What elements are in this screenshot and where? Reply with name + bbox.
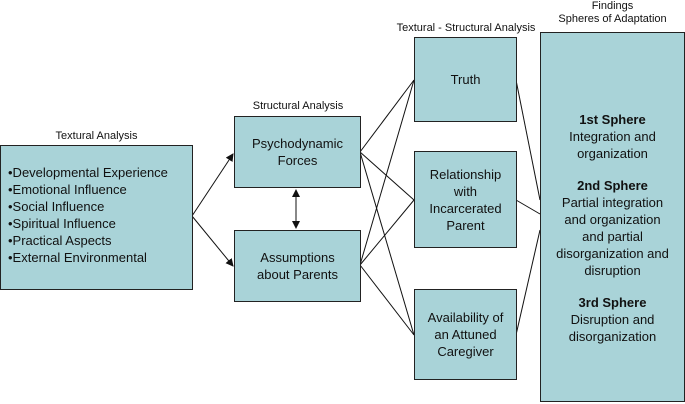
line-rel-findings <box>515 199 541 215</box>
sphere-line: Partial integration <box>561 195 664 210</box>
availability-line: Caregiver <box>437 344 494 359</box>
line-avail-findings <box>515 229 541 336</box>
textual-item: •Developmental Experience <box>8 165 168 180</box>
availability-line: Availability of <box>427 310 504 325</box>
line-truth-findings <box>515 79 541 201</box>
psychodynamic-line: Forces <box>277 153 318 168</box>
textual-analysis-heading: Textural Analysis <box>55 130 138 142</box>
findings-heading-line: Findings <box>591 0 634 12</box>
sphere-line: disorganization <box>568 329 657 344</box>
sphere-line: organization <box>577 146 648 161</box>
sphere-3: 3rd Sphere Disruption and disorganizatio… <box>541 294 684 345</box>
sphere-line: disruption <box>584 263 641 278</box>
relationship-line: Parent <box>446 217 485 233</box>
psychodynamic-line: Psychodynamic <box>251 136 344 151</box>
line-ass-truth <box>359 79 415 266</box>
assumptions-about-parents-box: Assumptions about Parents <box>234 230 361 302</box>
sphere-line: disorganization and <box>556 246 669 261</box>
textural-structural-heading: Textural - Structural Analysis <box>396 22 536 34</box>
sphere-line: and partial <box>582 229 643 244</box>
textual-item: •Spiritual Influence <box>8 216 116 231</box>
line-ass-avail <box>359 264 415 336</box>
availability-box: Availability of an Attuned Caregiver <box>414 289 517 380</box>
findings-box: 1st Sphere Integration and organization … <box>540 32 685 402</box>
sphere-line: Integration and <box>569 129 656 144</box>
sphere-title: 2nd Sphere <box>577 178 648 193</box>
psychodynamic-forces-box: Psychodynamic Forces <box>234 116 361 188</box>
textual-item: •Social Influence <box>8 199 105 214</box>
textual-item: •External Environmental <box>8 250 147 265</box>
textual-item: •Emotional Influence <box>8 182 127 197</box>
sphere-title: 3rd Sphere <box>578 295 647 310</box>
arrow-textual-to-assumptions <box>191 215 234 267</box>
relationship-box: Relationship with Incarcerated Parent <box>414 151 517 248</box>
line-psy-rel <box>359 151 415 201</box>
line-psy-truth <box>359 79 415 153</box>
truth-label: Truth <box>450 72 481 87</box>
sphere-2: 2nd Sphere Partial integration and organ… <box>541 177 684 279</box>
structural-analysis-heading: Structural Analysis <box>252 100 344 112</box>
arrow-textual-to-psychodynamic <box>191 153 234 217</box>
relationship-line: Incarcerated <box>429 200 502 216</box>
findings-heading-line: Spheres of Adaptation <box>558 13 667 25</box>
sphere-1: 1st Sphere Integration and organization <box>541 111 684 162</box>
assumptions-line: about Parents <box>257 267 338 282</box>
relationship-line: Relationship <box>429 166 502 182</box>
line-psy-avail <box>359 151 415 336</box>
truth-box: Truth <box>414 37 517 122</box>
assumptions-line: Assumptions <box>260 250 335 265</box>
line-ass-rel <box>359 199 415 266</box>
availability-line: an Attuned <box>434 327 497 342</box>
sphere-line: Disruption and <box>570 312 655 327</box>
textual-item: •Practical Aspects <box>8 233 112 248</box>
textual-analysis-box: •Developmental Experience •Emotional Inf… <box>0 145 193 290</box>
sphere-line: and organization <box>564 212 661 227</box>
relationship-line: with <box>453 183 478 199</box>
findings-heading: Findings Spheres of Adaptation <box>540 0 685 26</box>
sphere-title: 1st Sphere <box>579 112 646 127</box>
